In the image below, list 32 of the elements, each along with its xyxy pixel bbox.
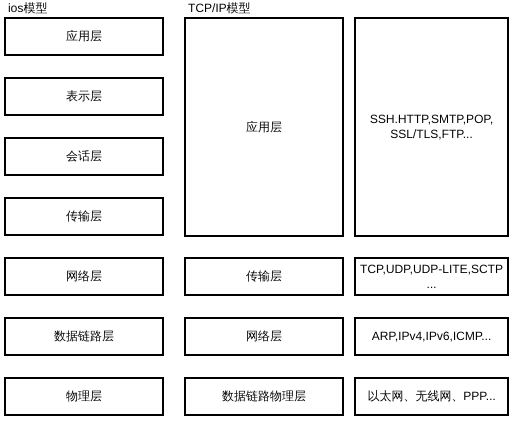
layer-name: ARP,IPv4,IPv6,ICMP... [372, 329, 492, 344]
layer-box [184, 377, 344, 416]
layer-box [354, 257, 509, 296]
layer-name: 数据链路物理层 [222, 389, 306, 404]
layer-box [354, 17, 509, 237]
layer-name: 应用层 [246, 120, 282, 134]
layer-box [4, 197, 164, 236]
layer-name: 物理层 [66, 389, 102, 404]
layer-name: 应用层 [66, 29, 102, 44]
layer-name: TCP,UDP,UDP-LITE,SCTP ... [359, 262, 504, 292]
layer-box [4, 257, 164, 296]
layer-name: 表示层 [66, 89, 102, 104]
model-heading: ios模型 [8, 1, 48, 15]
layer-name: SSH.HTTP,SMTP,POP, SSL/TLS,FTP... [368, 112, 494, 142]
layer-name: 网络层 [66, 269, 102, 284]
layer-box [4, 137, 164, 176]
layer-box [354, 317, 509, 356]
layer-box [4, 17, 164, 56]
layer-box [4, 317, 164, 356]
layer-name: 会话层 [66, 149, 102, 164]
layer-box [4, 77, 164, 116]
layer-name: 传输层 [246, 269, 282, 284]
layer-box [184, 17, 344, 237]
layer-box [4, 377, 164, 416]
layer-name: 传输层 [66, 209, 102, 224]
layer-box [184, 257, 344, 296]
model-heading: TCP/IP模型 [188, 1, 251, 15]
layer-box [354, 377, 509, 416]
layer-name: 以太网、无线网、PPP... [367, 389, 496, 404]
layer-box [184, 317, 344, 356]
layer-name: 数据链路层 [54, 329, 114, 344]
layer-name: 网络层 [246, 329, 282, 344]
